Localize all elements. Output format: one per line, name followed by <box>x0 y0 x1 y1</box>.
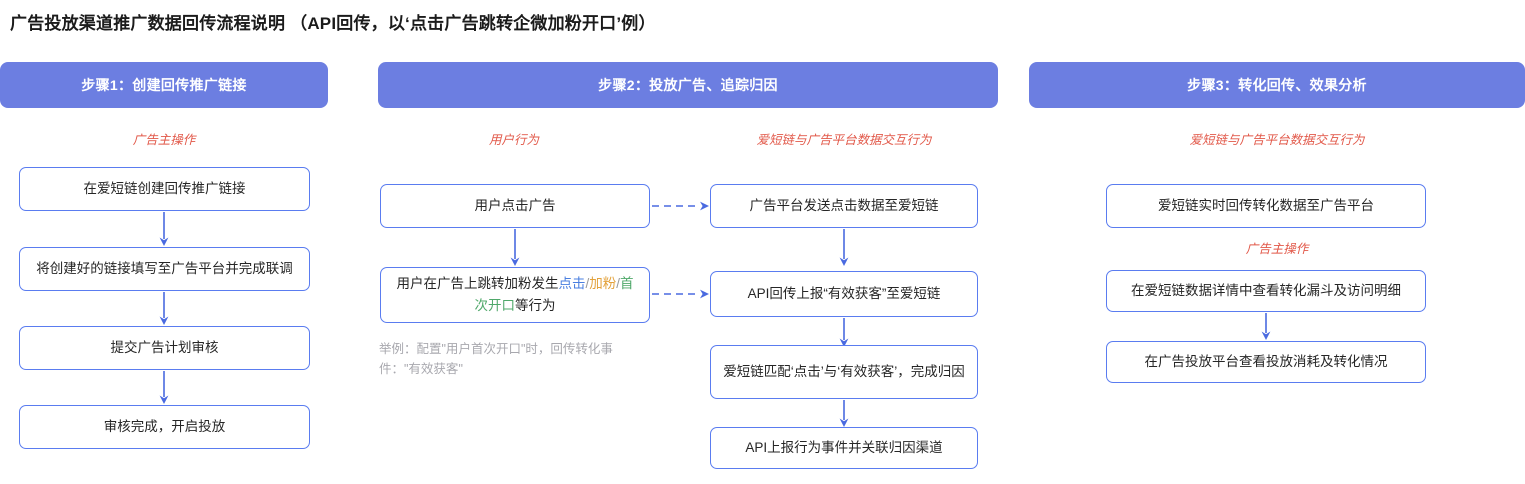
note-example-config: 举例：配置"用户首次开口"时，回传转化事件："有效获客" <box>379 342 613 376</box>
arrow-down-s2a-1-2 <box>508 229 522 267</box>
lane-label-platform-exchange-step2: 爱短链与广告平台数据交互行为 <box>756 133 932 147</box>
flow-box-match-click-and-valid-customer: 爱短链匹配‘点击’与‘有效获客’，完成归因 <box>710 345 978 399</box>
arrow-dashed-behavior-to-api <box>652 288 710 300</box>
page-title: 广告投放渠道推广数据回传流程说明 （API回传，以‘点击广告跳转企微加粉开口’例… <box>10 14 656 33</box>
rich-part-sep-1: / <box>585 276 590 291</box>
rich-part-prefix: 用户在广告上跳转加粉发生 <box>396 276 559 291</box>
flow-box-platform-sends-click-data: 广告平台发送点击数据至爱短链 <box>710 184 978 228</box>
flow-box-user-clicks-ad: 用户点击广告 <box>380 184 650 228</box>
arrow-down-s2b-3-4 <box>837 400 851 428</box>
lane-label-advertiser-step1: 广告主操作 <box>132 133 196 147</box>
flow-box-review-done-start-delivery: 审核完成，开启投放 <box>19 405 310 449</box>
flow-box-view-spend-and-conversion: 在广告投放平台查看投放消耗及转化情况 <box>1106 341 1426 383</box>
arrow-dashed-click-to-platform <box>652 200 710 212</box>
flow-box-realtime-return-conversion: 爱短链实时回传转化数据至广告平台 <box>1106 184 1426 228</box>
rich-part-add-fans: 加粉 <box>589 276 617 291</box>
rich-part-click: 点击 <box>558 276 586 291</box>
step-header-1: 步骤1：创建回传推广链接 <box>0 62 328 108</box>
flow-box-api-report-event-attribution: API上报行为事件并关联归因渠道 <box>710 427 978 469</box>
step-header-2: 步骤2：投放广告、追踪归因 <box>378 62 998 108</box>
flow-box-view-funnel-details: 在爱短链数据详情中查看转化漏斗及访问明细 <box>1106 270 1426 312</box>
flow-box-api-report-valid-customer: API回传上报“有效获客”至爱短链 <box>710 271 978 317</box>
rich-part-suffix: 等行为 <box>515 298 556 313</box>
lane-label-user-behavior: 用户行为 <box>488 133 539 147</box>
flow-box-create-link: 在爱短链创建回传推广链接 <box>19 167 310 211</box>
lane-label-advertiser-step3: 广告主操作 <box>1245 242 1309 256</box>
flow-box-user-jump-add-fans-behaviors: 用户在广告上跳转加粉发生点击/加粉/首次开口等行为 <box>380 267 650 323</box>
arrow-down-s1-2-3 <box>157 292 171 326</box>
arrow-down-s2b-2-3 <box>837 318 851 348</box>
arrow-down-s1-1-2 <box>157 212 171 247</box>
arrow-down-s2b-1-2 <box>837 229 851 267</box>
flow-box-submit-ad-plan-review: 提交广告计划审核 <box>19 326 310 370</box>
flow-box-fill-link-to-platform: 将创建好的链接填写至广告平台并完成联调 <box>19 247 310 291</box>
rich-part-first-open: 首次开口 <box>474 276 634 313</box>
step-header-3: 步骤3：转化回传、效果分析 <box>1029 62 1525 108</box>
arrow-down-s1-3-4 <box>157 371 171 405</box>
arrow-down-s3-2-3 <box>1259 313 1273 341</box>
rich-part-sep-2: / <box>616 276 621 291</box>
rich-text-behaviors: 用户在广告上跳转加粉发生点击/加粉/首次开口等行为 <box>391 273 639 317</box>
lane-label-platform-exchange-step3: 爱短链与广告平台数据交互行为 <box>1189 133 1365 147</box>
